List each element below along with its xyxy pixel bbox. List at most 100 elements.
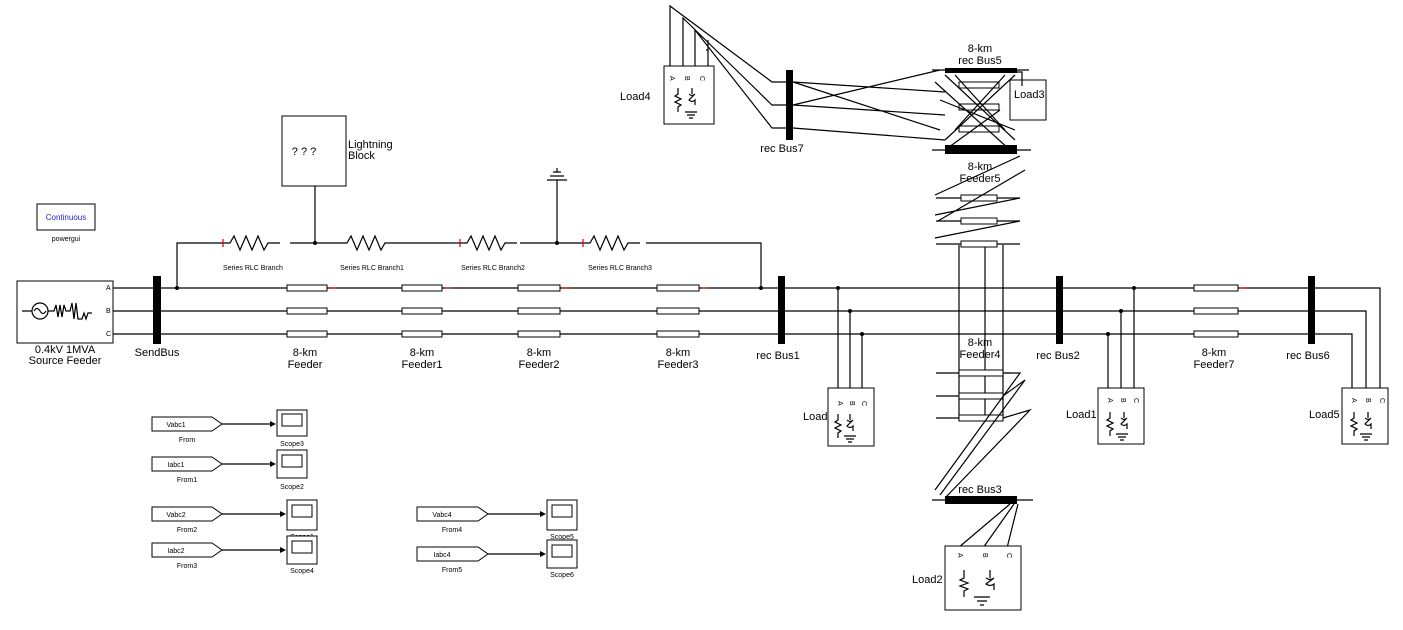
series-rlc-branch2[interactable]: Series RLC Branch2: [455, 234, 525, 272]
svg-text:Feeder: Feeder: [288, 359, 323, 371]
svg-text:Iabc1: Iabc1: [167, 462, 184, 469]
svg-text:Feeder5: Feeder5: [960, 173, 1001, 185]
svg-text:B: B: [1364, 398, 1371, 403]
svg-text:8-km: 8-km: [968, 161, 992, 173]
source-label-1: 0.4kV 1MVA: [35, 344, 96, 356]
lightning-inner: ? ? ?: [292, 146, 316, 158]
scope4-block[interactable]: Scope4: [286, 535, 318, 575]
svg-text:8-km: 8-km: [666, 347, 690, 359]
from-block[interactable]: Vabc1 From: [151, 416, 223, 444]
load2-block[interactable]: A B C Load2: [912, 545, 1022, 611]
svg-text:Scope2: Scope2: [280, 484, 304, 491]
rec-bus6[interactable]: rec Bus6: [1286, 276, 1330, 362]
powergui-block[interactable]: Continuous powergui: [36, 203, 96, 243]
svg-text:A: A: [1106, 398, 1113, 403]
svg-text:8-km: 8-km: [293, 347, 317, 359]
series-rlc-branch3[interactable]: Series RLC Branch3: [578, 234, 652, 272]
lightning-label-2: Block: [348, 150, 375, 162]
svg-text:8-km: 8-km: [1202, 347, 1226, 359]
feeder-block[interactable]: 8-km Feeder: [286, 284, 336, 371]
svg-text:8-km: 8-km: [968, 43, 992, 55]
scope1-block[interactable]: Scope1: [286, 499, 318, 541]
feeder7-block[interactable]: 8-km Feeder7: [1193, 284, 1246, 371]
source-port-b: B: [106, 308, 111, 315]
svg-text:rec Bus1: rec Bus1: [756, 350, 799, 362]
send-bus-label: SendBus: [135, 347, 180, 359]
feeder2-block[interactable]: 8-km Feeder2: [517, 284, 569, 371]
svg-text:B: B: [683, 76, 690, 81]
svg-text:C: C: [1378, 398, 1385, 403]
rec-bus3[interactable]: rec Bus3: [945, 484, 1017, 504]
from1-block[interactable]: Iabc1 From1: [151, 456, 223, 484]
svg-text:C: C: [1132, 398, 1139, 403]
load3-label: Load3: [1014, 89, 1045, 101]
svg-text:From4: From4: [442, 527, 462, 534]
feeder1-block[interactable]: 8-km Feeder1: [401, 284, 451, 371]
svg-text:A: A: [1350, 398, 1357, 403]
svg-text:Scope4: Scope4: [290, 568, 314, 575]
svg-text:Feeder7: Feeder7: [1194, 359, 1235, 371]
svg-text:rec Bus2: rec Bus2: [1036, 350, 1079, 362]
svg-text:C: C: [698, 76, 705, 81]
svg-text:rec Bus7: rec Bus7: [760, 143, 803, 155]
load-block[interactable]: A B C Load: [803, 387, 875, 447]
series-rlc-branch1[interactable]: Series RLC Branch1: [335, 234, 404, 272]
svg-text:Scope5: Scope5: [550, 534, 574, 541]
svg-text:Feeder2: Feeder2: [519, 359, 560, 371]
svg-text:Vabc1: Vabc1: [166, 422, 185, 429]
load1-block[interactable]: A B C Load1: [1066, 387, 1145, 445]
rec-bus2[interactable]: rec Bus2: [1036, 276, 1080, 362]
svg-text:8-km: 8-km: [410, 347, 434, 359]
from3-block[interactable]: Iabc2 From3: [151, 542, 223, 570]
svg-text:A: A: [956, 553, 963, 558]
send-bus[interactable]: SendBus: [135, 276, 180, 359]
svg-text:B: B: [1119, 398, 1126, 403]
load3-block[interactable]: Load3: [1009, 71, 1047, 121]
svg-text:From5: From5: [442, 567, 462, 574]
svg-text:C: C: [860, 401, 867, 406]
svg-text:A: A: [836, 401, 843, 406]
scope6-block[interactable]: Scope6: [546, 539, 578, 579]
rec-bus5[interactable]: rec Bus5: [945, 55, 1017, 154]
from2-block[interactable]: Vabc2 From2: [151, 506, 223, 534]
svg-text:Vabc2: Vabc2: [166, 512, 185, 519]
from5-block[interactable]: Iabc4 From5: [416, 546, 489, 574]
svg-text:From: From: [179, 437, 196, 444]
feeder4-block[interactable]: 8-km Feeder4: [958, 337, 1011, 422]
from4-block[interactable]: Vabc4 From4: [416, 506, 489, 534]
load4-label: Load4: [620, 91, 651, 103]
rec-bus7[interactable]: rec Bus7: [760, 70, 804, 155]
svg-text:Scope3: Scope3: [280, 441, 304, 448]
load1-label: Load1: [1066, 409, 1097, 421]
source-port-a: A: [106, 285, 111, 292]
load5-label: Load5: [1309, 409, 1340, 421]
svg-text:Scope6: Scope6: [550, 572, 574, 579]
svg-text:From2: From2: [177, 527, 197, 534]
svg-text:B: B: [848, 401, 855, 406]
source-feeder-block[interactable]: A B C 0.4kV 1MVA Source Feeder: [16, 280, 114, 367]
svg-text:Feeder4: Feeder4: [960, 349, 1001, 361]
svg-text:Feeder3: Feeder3: [658, 359, 699, 371]
scope5-block[interactable]: Scope5: [546, 499, 578, 541]
load5-block[interactable]: A B C Load5: [1309, 387, 1389, 445]
lightning-label-1: Lightning: [348, 139, 393, 151]
lightning-block[interactable]: ? ? ? Lightning Block: [281, 115, 393, 187]
feeder3-block[interactable]: 8-km Feeder3: [656, 284, 708, 371]
svg-text:rec Bus5: rec Bus5: [958, 55, 1001, 67]
powergui-inner: Continuous: [46, 213, 86, 222]
svg-text:A: A: [668, 76, 675, 81]
svg-text:rec Bus3: rec Bus3: [958, 484, 1001, 496]
svg-text:From3: From3: [177, 563, 197, 570]
svg-text:8-km: 8-km: [968, 337, 992, 349]
scope3-block[interactable]: Scope3: [276, 409, 308, 448]
scope2-block[interactable]: Scope2: [276, 449, 308, 491]
load2-label: Load2: [912, 574, 943, 586]
svg-text:From1: From1: [177, 477, 197, 484]
svg-text:Iabc4: Iabc4: [433, 552, 450, 559]
rec-bus1[interactable]: rec Bus1: [756, 276, 800, 362]
load-label: Load: [803, 411, 827, 423]
series-rlc-branch[interactable]: Series RLC Branch: [218, 234, 283, 272]
load4-block[interactable]: A B C Load4: [620, 65, 715, 125]
svg-text:8-km: 8-km: [527, 347, 551, 359]
